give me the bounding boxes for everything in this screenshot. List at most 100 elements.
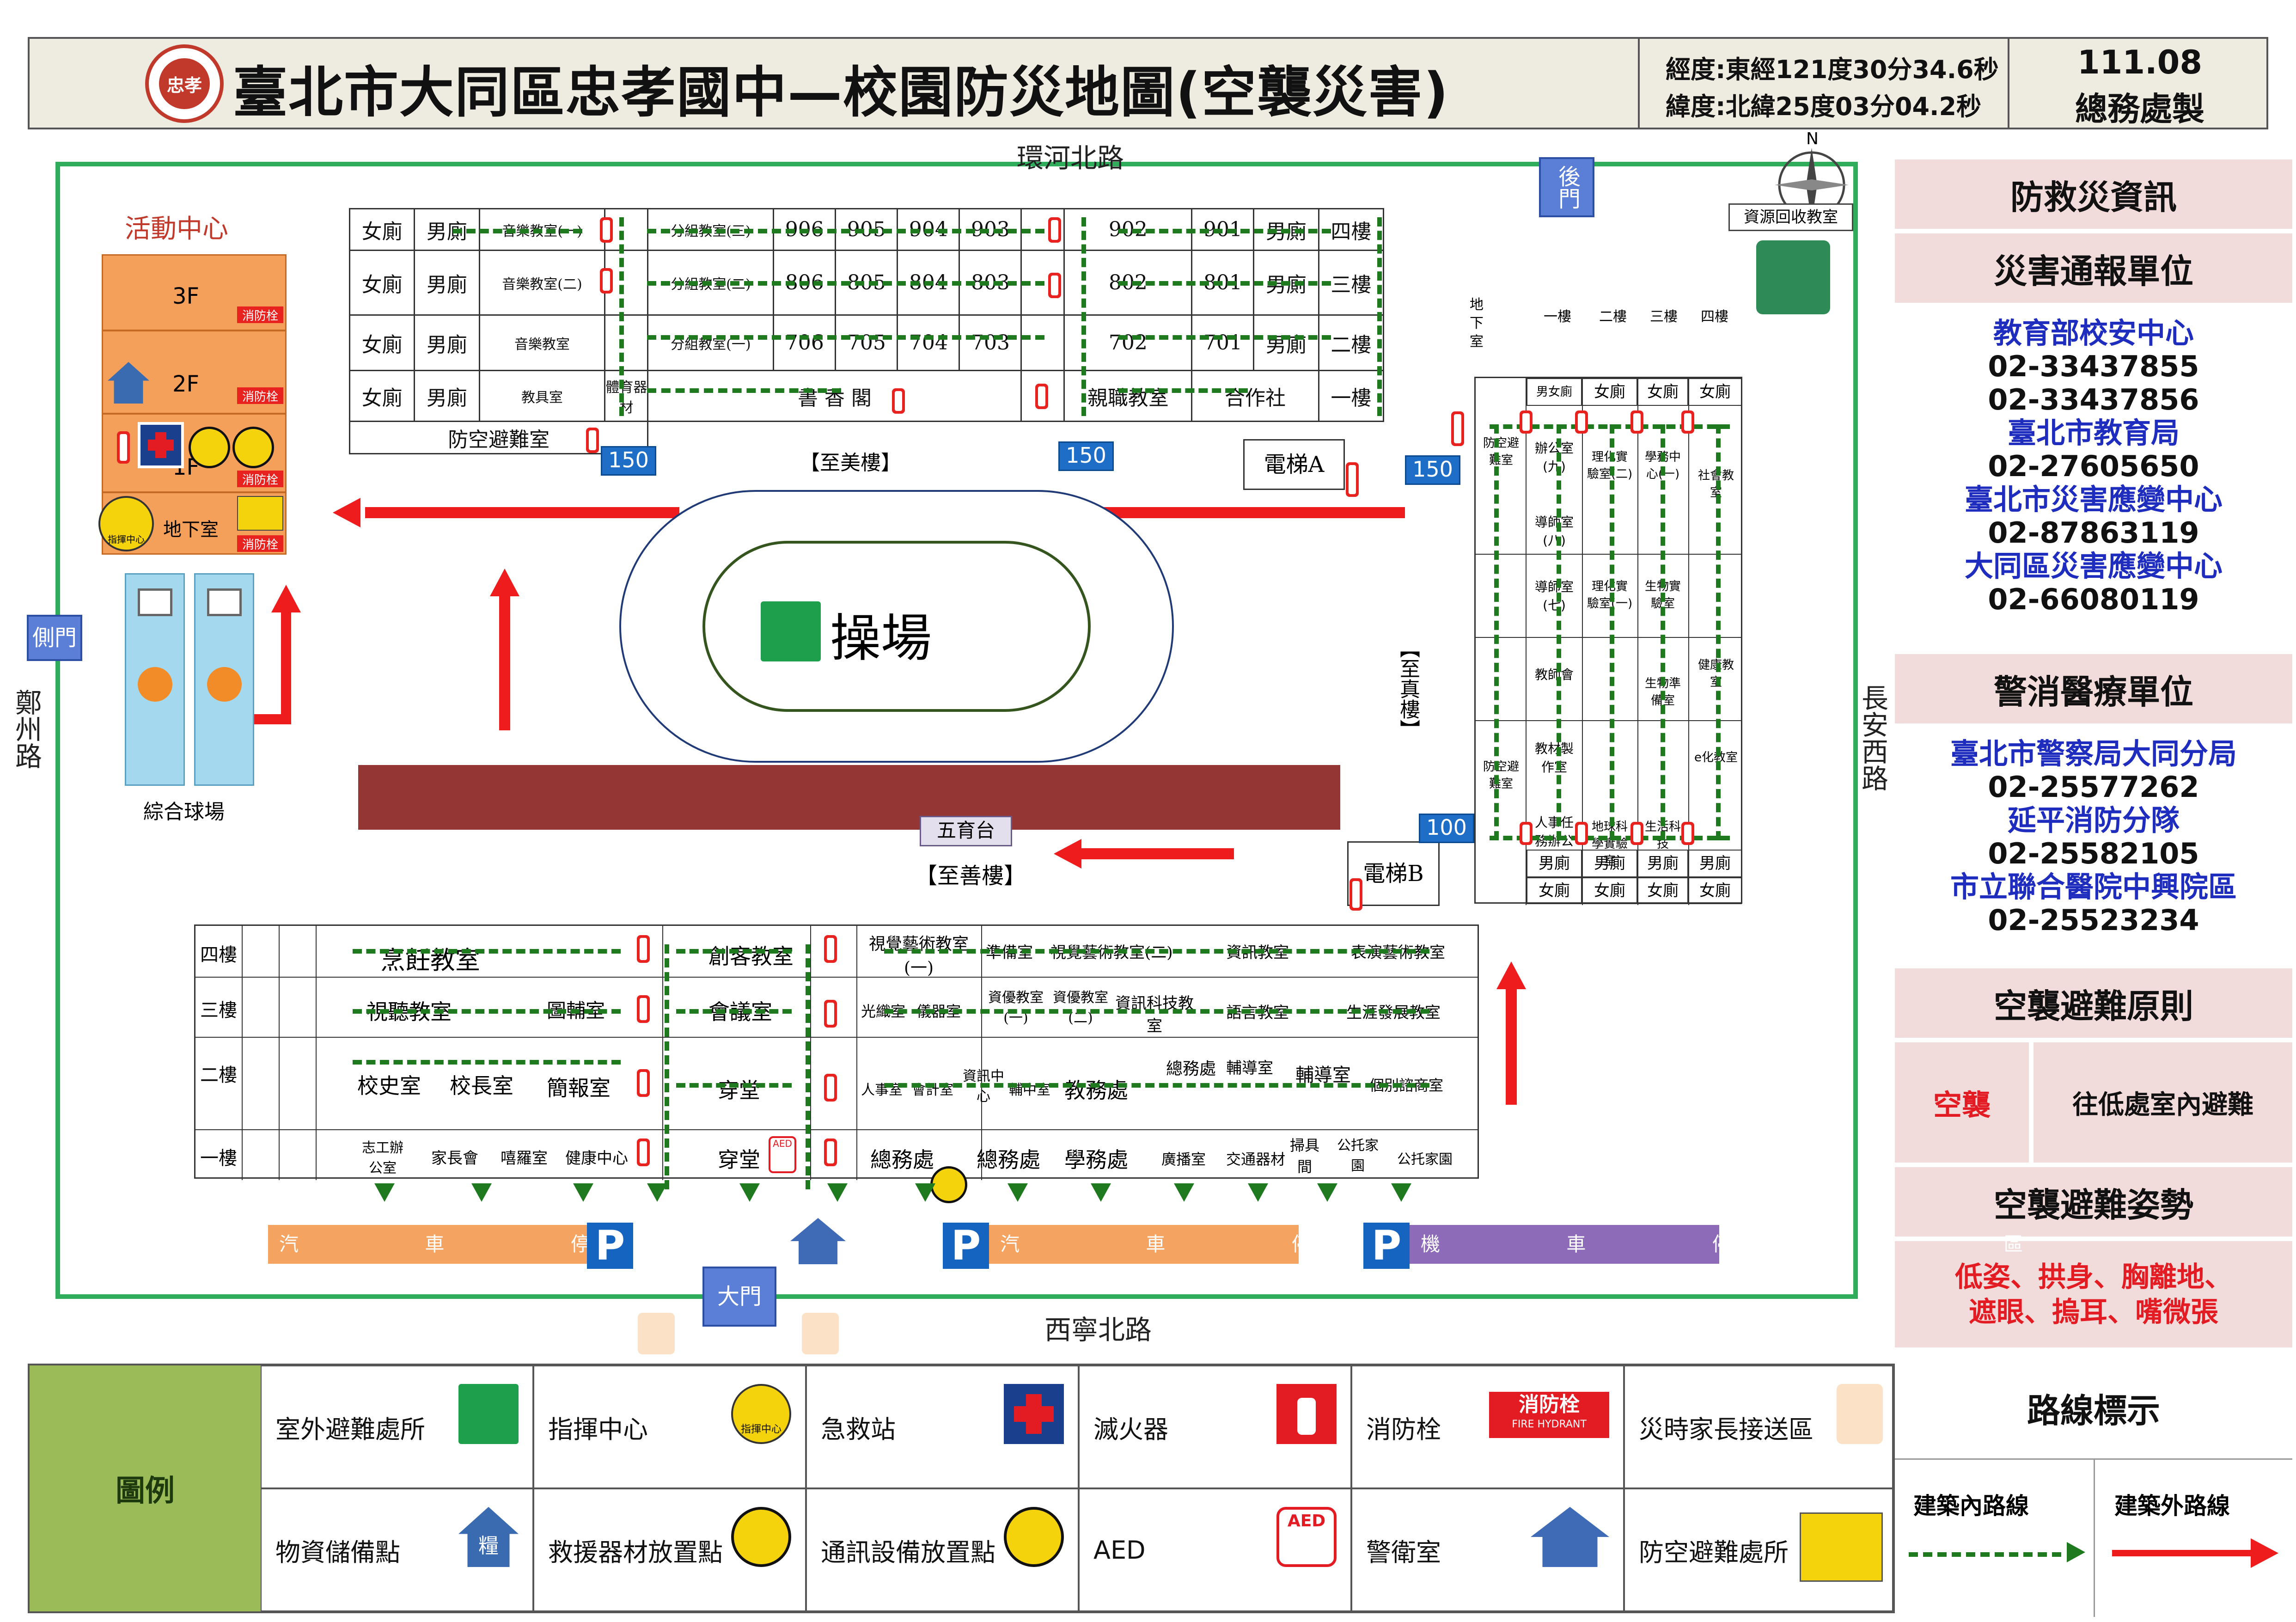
outside-route-line xyxy=(281,610,291,724)
assembly-stage-area xyxy=(358,765,1340,830)
police-units-header: 警消醫療單位 xyxy=(1895,654,2292,723)
fire-extinguisher-icon xyxy=(586,428,599,453)
exit-arrow-icon xyxy=(827,1183,848,1202)
room: 總務處 xyxy=(977,1147,1040,1172)
hydrant-icon-subtext: FIRE HYDRANT xyxy=(1512,1419,1587,1430)
first-aid-icon xyxy=(1004,1384,1064,1444)
room: 女廁 xyxy=(348,314,415,371)
inside-route-line xyxy=(353,949,621,954)
north-label: N xyxy=(1806,129,1819,148)
inside-route-line xyxy=(1118,388,1248,393)
elevator-b: 電梯B xyxy=(1347,841,1440,906)
back-gate: 後門 xyxy=(1539,157,1594,217)
room: 會計室 xyxy=(912,1082,953,1098)
inside-route-line xyxy=(1377,217,1382,416)
communication-device-icon xyxy=(1004,1507,1064,1567)
posture-line: 遮眼、摀耳、嘴微張 xyxy=(1969,1296,2218,1328)
room: 創客教室 xyxy=(708,944,794,969)
inside-route-line xyxy=(665,944,669,1189)
room: 女廁 xyxy=(348,370,415,422)
route-number-badge: 150 xyxy=(1058,441,1114,471)
legend-label: 急救站 xyxy=(821,1414,896,1444)
basement-column xyxy=(1476,378,1527,905)
car-parking-area: 汽 車 停 車 空 間 xyxy=(268,1225,1027,1264)
route-number-badge: 150 xyxy=(1405,455,1460,485)
room: 男廁 xyxy=(414,370,480,422)
outside-route-arrowhead xyxy=(1054,839,1081,869)
inside-route-line xyxy=(1716,424,1721,840)
room: 女廁 xyxy=(1688,378,1742,406)
aed-icon: AED xyxy=(1276,1507,1337,1567)
room: 705 xyxy=(835,314,898,371)
fire-extinguisher-icon xyxy=(892,388,905,414)
fire-extinguisher-icon xyxy=(1451,411,1464,446)
fire-extinguisher-icon xyxy=(637,1138,650,1166)
outside-route-arrowhead xyxy=(271,585,301,612)
unit-phone: 02-25582105 xyxy=(1988,837,2199,870)
east-floor-headers: 地下室 一樓 二樓 三樓 四樓 xyxy=(1470,296,1747,370)
room: 701 xyxy=(1191,314,1255,371)
rescue-tools-icon xyxy=(189,427,230,468)
floor-3f: 3F xyxy=(172,283,200,309)
exit-arrow-icon xyxy=(1174,1183,1194,1202)
legend-item: 消防栓 消防栓 FIRE HYDRANT xyxy=(1351,1365,1624,1488)
room: 音樂教室 xyxy=(478,314,606,371)
room: 交通器材 xyxy=(1226,1151,1286,1168)
inside-route-line xyxy=(676,1009,792,1014)
exit-arrow-icon xyxy=(1008,1183,1028,1202)
fire-extinguisher-icon xyxy=(824,935,837,963)
legend-item: 物資儲備點 糧 xyxy=(261,1488,533,1611)
inside-route-line xyxy=(884,1009,1429,1014)
floor-label: 一樓 xyxy=(1318,370,1385,422)
legend-item: 滅火器 xyxy=(1079,1365,1351,1488)
legend-item: 急救站 xyxy=(806,1365,1079,1488)
activity-center: 3F 2F 1F 地下室 消防栓 消防栓 消防栓 消防栓 指揮中心 xyxy=(98,254,287,555)
room: 男廁 xyxy=(414,250,480,316)
platform-label: 五育台 xyxy=(920,816,1012,846)
exit-arrow-icon xyxy=(573,1183,593,1202)
room: 導師室(七) xyxy=(1534,579,1574,613)
unit-phone: 02-87863119 xyxy=(1988,516,2199,550)
room: 703 xyxy=(959,314,1022,371)
school-fence xyxy=(55,162,1858,1299)
north-building: 女廁 男廁 音樂教室(一) 分組教室(三) 906 905 904 903 90… xyxy=(348,208,1385,454)
unit-name: 臺北市警察局大同分局 xyxy=(1950,737,2237,771)
room: 掃具間 xyxy=(1289,1137,1319,1175)
elevator-a: 電梯A xyxy=(1243,439,1345,490)
room: 教師會 xyxy=(1534,667,1574,682)
route-legend: 建築內路線 建築外路線 xyxy=(1895,1458,2292,1617)
inside-route-line xyxy=(353,1060,621,1065)
basketball-icon xyxy=(138,667,172,702)
unit-phone: 02-33437856 xyxy=(1988,383,2199,416)
activity-center-label: 活動中心 xyxy=(125,214,228,244)
principle-row: 空襲 往低處室內避難 xyxy=(1895,1042,2292,1163)
air-raid-shelter-icon xyxy=(237,496,283,531)
room: 廣播室 xyxy=(1161,1151,1206,1168)
room: 總務處 xyxy=(1166,1059,1216,1078)
room: 男廁 xyxy=(1637,850,1688,877)
fire-extinguisher-icon xyxy=(117,431,130,464)
room: 穿堂 xyxy=(718,1147,760,1172)
route-inside-label: 建築內路線 xyxy=(1913,1493,2029,1519)
room: 導師室(八) xyxy=(1534,514,1574,548)
room: 男女廁 xyxy=(1527,378,1582,406)
fire-hydrant-icon: 消防栓 FIRE HYDRANT xyxy=(1489,1392,1609,1438)
route-divider xyxy=(2094,1460,2095,1617)
aed-icon: AED xyxy=(769,1136,796,1173)
supply-storage-icon xyxy=(108,362,149,404)
room: 分組教室(一) xyxy=(647,314,775,371)
inside-route-line xyxy=(1610,424,1614,840)
fire-extinguisher-icon xyxy=(1575,822,1588,845)
unit-name: 延平消防分隊 xyxy=(2007,803,2180,837)
room: 嘻羅室 xyxy=(501,1149,548,1168)
fire-extinguisher-icon xyxy=(1520,410,1533,434)
posture-box: 低姿、拱身、胸離地、 遮眼、摀耳、嘴微張 xyxy=(1895,1241,2292,1347)
floor-label: 一樓 xyxy=(200,1148,237,1169)
legend-label: 消防栓 xyxy=(1366,1414,1441,1444)
stairwell xyxy=(604,314,649,371)
exit-arrow-icon xyxy=(1091,1183,1111,1202)
inside-route-line xyxy=(884,949,1429,954)
floor-header: 三樓 xyxy=(1650,309,1678,325)
road-right: 長安西路 xyxy=(1857,684,1888,797)
room: 女廁 xyxy=(348,250,415,316)
